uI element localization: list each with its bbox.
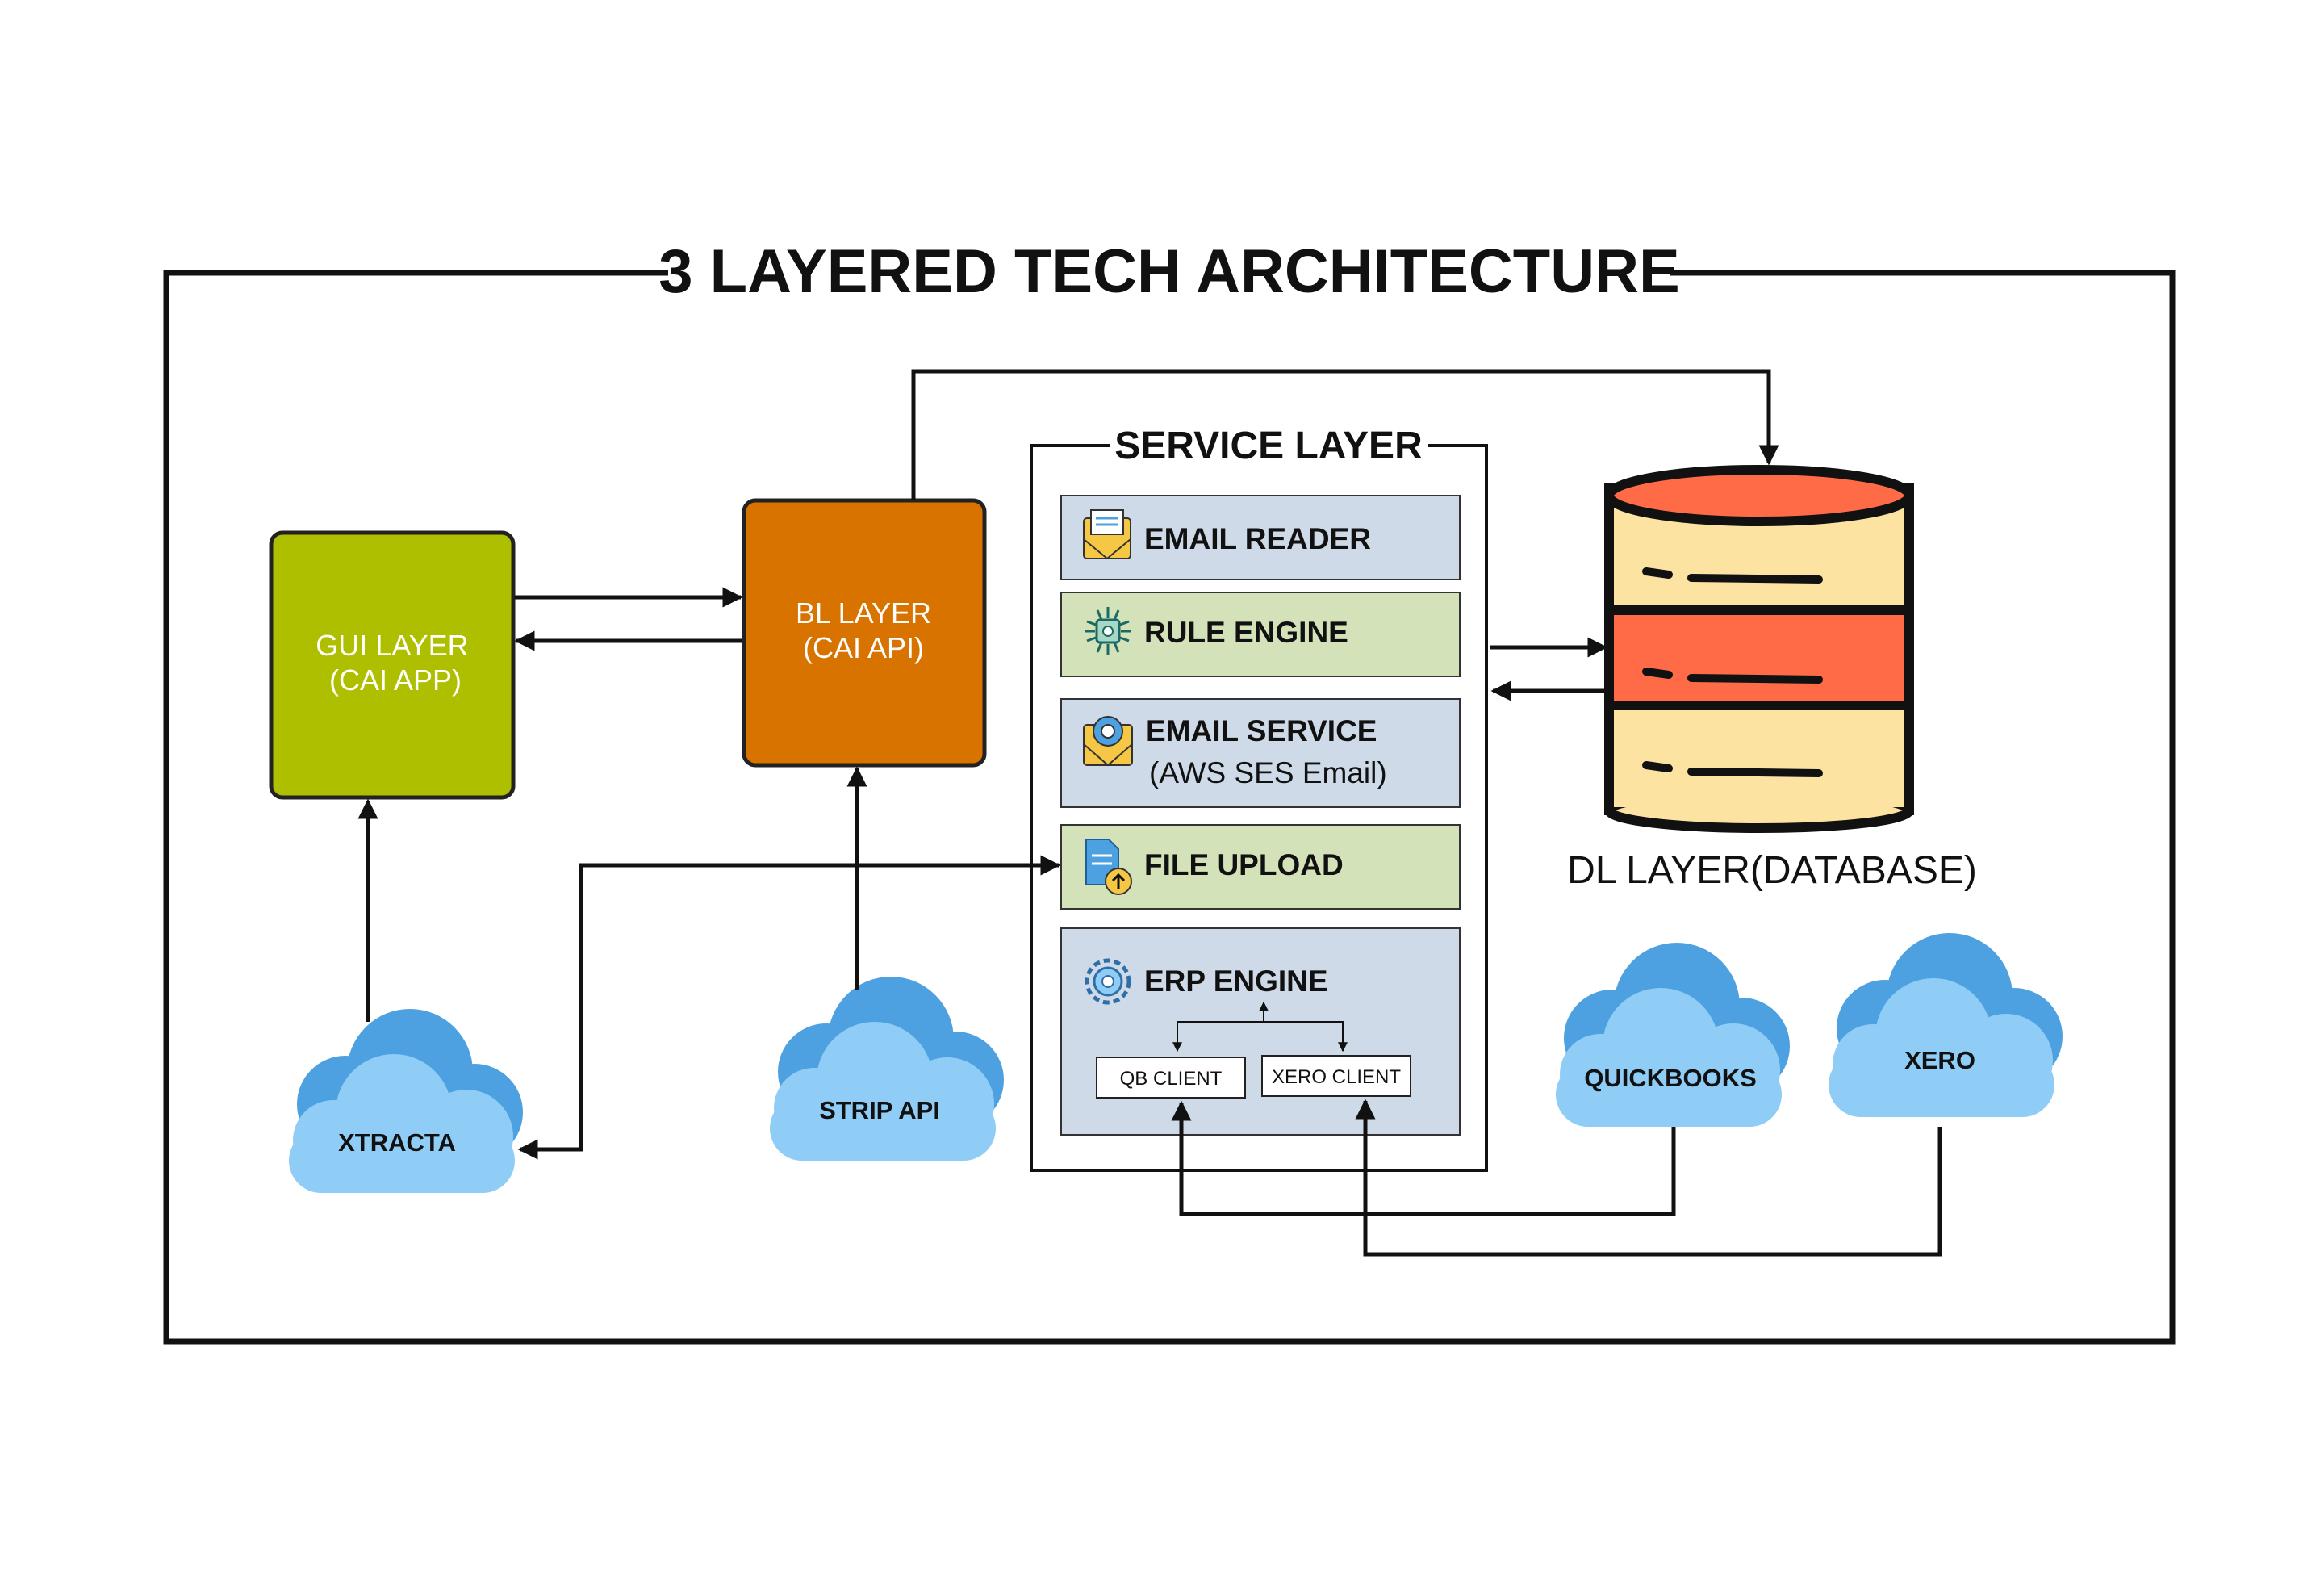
file-upload-to-xtracta-arrow xyxy=(517,863,1057,1160)
xtracta-cloud: XTRACTA xyxy=(289,1009,523,1193)
email-service-label: EMAIL SERVICE xyxy=(1146,714,1377,747)
strip-api-label: STRIP API xyxy=(819,1096,940,1124)
rule-engine-row: RULE ENGINE xyxy=(1060,592,1461,677)
page-title: 3 LAYERED TECH ARCHITECTURE xyxy=(658,237,1679,306)
qb-client-label: QB CLIENT xyxy=(1120,1068,1223,1090)
xtracta-label: XTRACTA xyxy=(338,1128,456,1157)
chip-icon xyxy=(1085,607,1131,655)
xero-label: XERO xyxy=(1904,1046,1975,1074)
bl-to-database-arrow xyxy=(911,369,1779,500)
bl-layer-box: BL LAYER (CAI API) xyxy=(742,498,987,768)
upload-file-icon xyxy=(1085,839,1132,895)
gui-layer-box: GUI LAYER (CAI APP) xyxy=(269,530,516,800)
file-upload-label: FILE UPLOAD xyxy=(1144,848,1344,881)
outer-frame xyxy=(163,270,2176,1345)
gear-envelope-icon xyxy=(1083,716,1133,767)
erp-engine-row: ERP ENGINE QB CLIENT XERO CLIENT xyxy=(1060,927,1461,1136)
xero-client-label: XERO CLIENT xyxy=(1272,1066,1401,1088)
email-reader-row: EMAIL READER xyxy=(1060,495,1461,580)
gui-layer-sublabel: (CAI APP) xyxy=(329,663,462,697)
file-upload-row: FILE UPLOAD xyxy=(1060,824,1461,910)
quickbooks-label: QUICKBOOKS xyxy=(1584,1064,1757,1092)
xero-to-xero-client-arrow xyxy=(1355,1099,1942,1257)
email-service-sublabel: (AWS SES Email) xyxy=(1149,756,1387,789)
xero-client-box: XERO CLIENT xyxy=(1261,1055,1411,1097)
qb-client-box: QB CLIENT xyxy=(1096,1057,1246,1099)
email-service-row: EMAIL SERVICE (AWS SES Email) xyxy=(1060,698,1461,808)
email-reader-label: EMAIL READER xyxy=(1144,522,1371,555)
envelope-icon xyxy=(1083,509,1131,560)
quickbooks-cloud: QUICKBOOKS xyxy=(1556,943,1790,1127)
database-cylinder xyxy=(1604,465,1914,833)
bl-layer-label: BL LAYER xyxy=(796,596,931,630)
bl-layer-sublabel: (CAI API) xyxy=(803,631,924,664)
erp-engine-label: ERP ENGINE xyxy=(1144,965,1328,998)
service-layer-box xyxy=(1030,444,1488,1172)
gear-icon xyxy=(1085,958,1131,1005)
erp-split-connector xyxy=(1177,1021,1344,1049)
gui-layer-label: GUI LAYER xyxy=(316,629,468,662)
dl-layer-label: DL LAYER(DATABASE) xyxy=(1567,849,1977,892)
rule-engine-label: RULE ENGINE xyxy=(1144,616,1348,649)
quickbooks-to-qb-client-arrow xyxy=(1171,1100,1676,1216)
service-layer-title: SERVICE LAYER xyxy=(1114,425,1422,467)
xero-cloud: XERO xyxy=(1829,933,2063,1117)
strip-api-cloud: STRIP API xyxy=(770,977,1004,1161)
